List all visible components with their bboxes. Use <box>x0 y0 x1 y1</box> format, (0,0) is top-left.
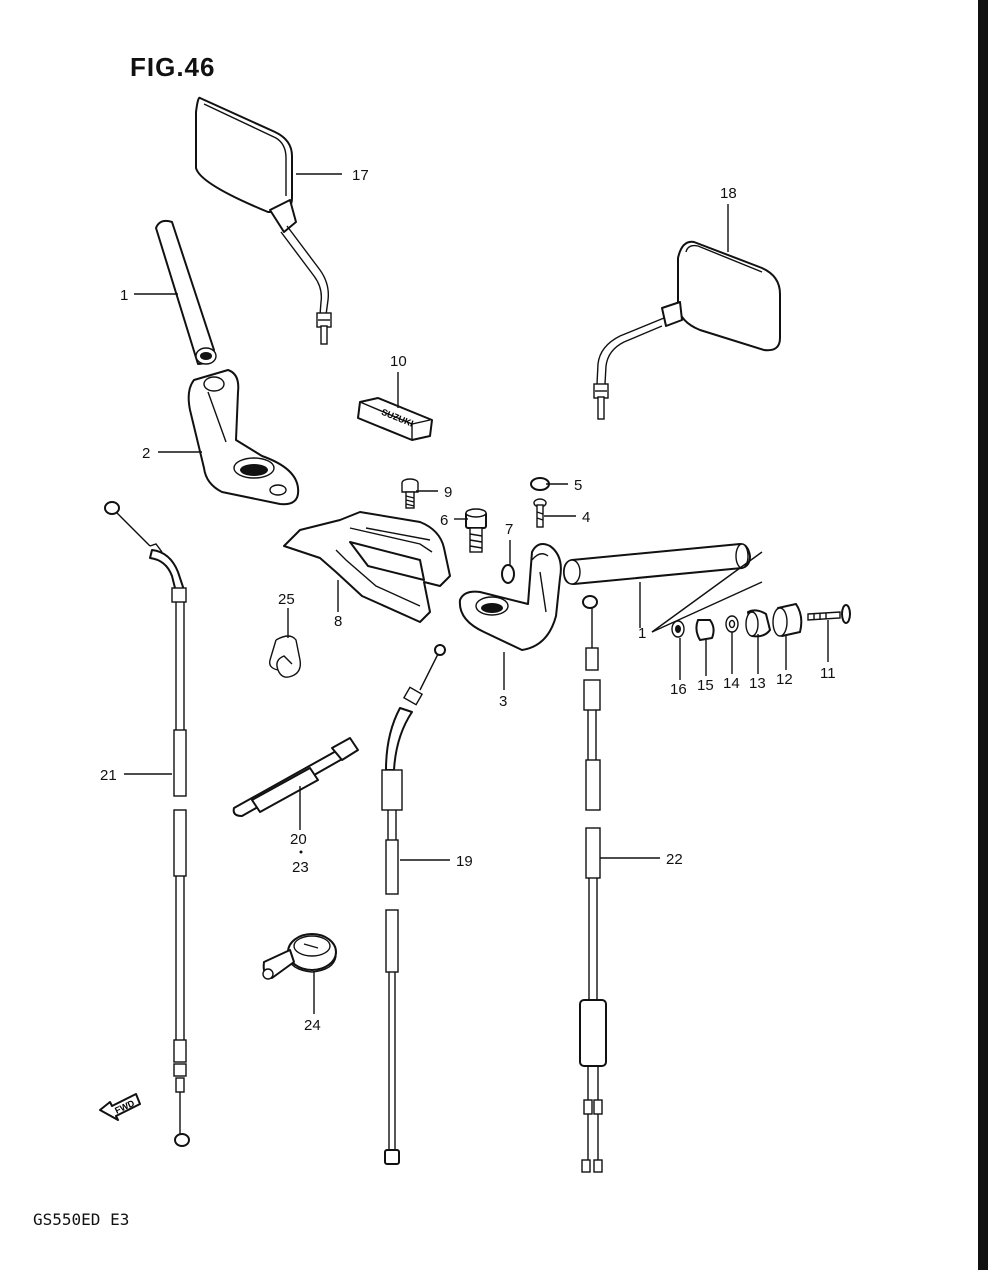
cable-21-part <box>104 501 190 1147</box>
label-24: 24 <box>304 1017 321 1034</box>
label-15: 15 <box>697 677 714 694</box>
label-19: 19 <box>456 853 473 870</box>
label-23: 23 <box>292 859 309 876</box>
screw-4-part <box>533 498 547 528</box>
label-14: 14 <box>723 675 740 692</box>
bar-end-parts <box>671 603 851 641</box>
grip-right-part <box>563 543 751 585</box>
grip-left-part <box>155 219 217 365</box>
handlebar-holder-right-part <box>458 543 562 651</box>
label-4: 4 <box>582 509 590 526</box>
mirror-right-part <box>593 240 781 420</box>
label-8: 8 <box>334 613 342 630</box>
mirror-left-part <box>195 96 332 345</box>
fwd-arrow-icon: FWD <box>99 1093 141 1121</box>
plug-7-part <box>501 564 515 584</box>
label-5: 5 <box>574 477 582 494</box>
handlebar-holder-left-part <box>187 369 300 506</box>
label-3: 3 <box>499 693 507 710</box>
model-code: GS550ED E3 <box>33 1210 130 1229</box>
meter-24-part <box>262 933 337 980</box>
label-12: 12 <box>776 671 793 688</box>
label-17: 17 <box>352 167 369 184</box>
label-2: 2 <box>142 445 150 462</box>
page-edge-bar <box>978 0 988 1270</box>
cable-19-part <box>381 644 446 1165</box>
label-1-upper: 1 <box>120 287 128 304</box>
label-1-lower: 1 <box>638 625 646 642</box>
clip-25-part <box>268 635 302 678</box>
label-13: 13 <box>749 675 766 692</box>
label-6: 6 <box>440 512 448 529</box>
strap-20-part <box>232 737 359 817</box>
bolt-6-part <box>465 508 487 553</box>
cable-22-part <box>579 595 607 1173</box>
label-21: 21 <box>100 767 117 784</box>
label-20: 20 <box>290 831 307 848</box>
emblem-part: SUZUKI <box>357 397 433 441</box>
screw-9-part <box>401 478 419 509</box>
part-labels: 17 18 1 2 10 9 5 4 6 7 8 25 3 1 16 15 14… <box>100 167 836 1034</box>
label-10: 10 <box>390 353 407 370</box>
label-11: 11 <box>820 665 836 682</box>
label-16: 16 <box>670 681 687 698</box>
label-9: 9 <box>444 484 452 501</box>
handlebar-cover-part <box>283 511 451 623</box>
label-25: 25 <box>278 591 295 608</box>
leader-lines <box>124 173 829 1014</box>
label-7: 7 <box>505 521 513 538</box>
figure-title: FIG.46 <box>130 52 216 82</box>
label-18: 18 <box>720 185 737 202</box>
label-22: 22 <box>666 851 683 868</box>
